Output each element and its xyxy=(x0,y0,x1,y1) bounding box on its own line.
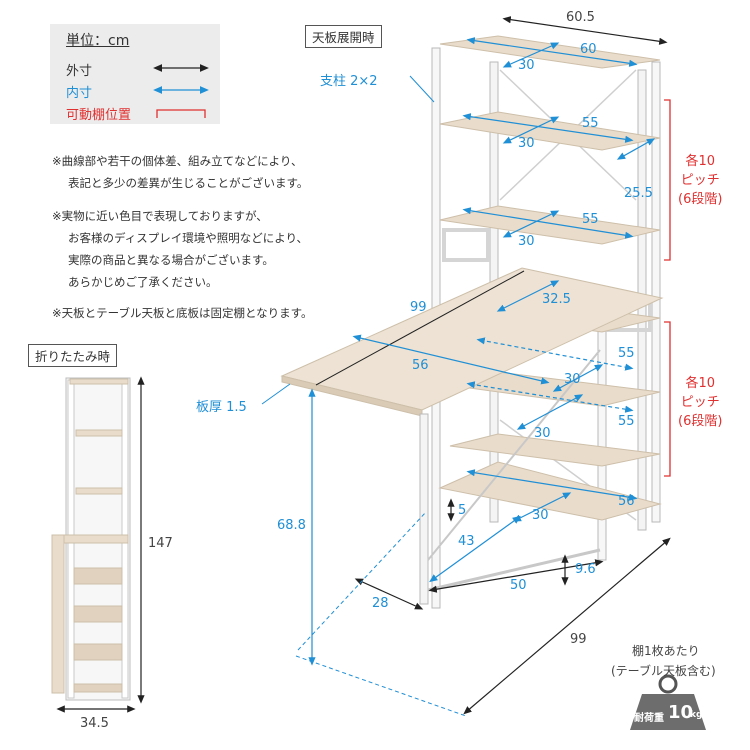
dim-s1-width: 60 xyxy=(580,42,597,57)
dim-s3-depth: 30 xyxy=(518,234,535,249)
dim-folded-width: 34.5 xyxy=(80,716,109,731)
note-1-line-2: 表記と多少の差異が生じることがございます。 xyxy=(68,176,309,190)
open-view-title: 天板展開時 xyxy=(305,25,382,48)
load-weight-value: 10 xyxy=(668,702,694,723)
load-weight-label: 耐荷重 xyxy=(634,713,664,724)
pitch-label-top: 各10 ピッチ (6段階) xyxy=(678,152,722,209)
dim-s4-depth: 30 xyxy=(564,372,581,387)
note-1-line-1: ※曲線部や若干の個体差、組み立てなどにより、 xyxy=(52,154,303,168)
pillar-label: 支柱 2×2 xyxy=(320,74,378,89)
legend-outer-label: 外寸 xyxy=(66,64,93,79)
dim-folded-height: 147 xyxy=(148,536,173,551)
dim-s6-depth: 30 xyxy=(532,508,549,523)
dim-table-length: 99 xyxy=(410,300,427,315)
folded-view-title: 折りたたみ時 xyxy=(28,344,118,367)
load-weight-icon xyxy=(630,674,706,730)
load-line-1: 棚1枚あたり xyxy=(632,644,700,658)
adjustable-bracket-top xyxy=(664,99,671,261)
dim-s5-width: 55 xyxy=(618,414,635,429)
pitch-label-bottom: 各10 ピッチ (6段階) xyxy=(678,374,722,431)
dim-table-height: 68.8 xyxy=(277,518,306,533)
dim-s2-width: 55 xyxy=(582,116,599,131)
dim-foot-depth: 28 xyxy=(372,596,389,611)
dim-bottom-width: 50 xyxy=(510,578,527,593)
pitch-top-line-1: 各10 xyxy=(685,154,715,169)
dim-diag-43: 43 xyxy=(458,534,475,549)
dim-table-width: 56 xyxy=(412,358,429,373)
dim-overall-depth: 99 xyxy=(570,632,587,647)
board-thickness-label: 板厚 1.5 xyxy=(196,400,247,415)
dim-top-width: 60.5 xyxy=(566,10,595,25)
dim-s5-depth: 30 xyxy=(534,426,551,441)
legend-inner-label: 内寸 xyxy=(66,86,93,101)
dim-s6-width: 56 xyxy=(618,494,635,509)
note-3: ※天板とテーブル天板と底板は固定棚となります。 xyxy=(52,306,313,320)
legend-unit: 単位：cm xyxy=(66,33,130,49)
load-line-2: (テーブル天板含む) xyxy=(611,664,716,678)
dim-s1-depth: 30 xyxy=(518,58,535,73)
adjustable-bracket-bottom xyxy=(664,321,671,477)
legend-adjustable-bracket xyxy=(156,109,206,118)
dim-s4-width: 55 xyxy=(618,346,635,361)
note-2-line-4: あらかじめご了承ください。 xyxy=(68,275,218,289)
pitch-bottom-line-3: (6段階) xyxy=(678,414,723,429)
pitch-bottom-line-1: 各10 xyxy=(685,376,715,391)
load-weight-unit: kg xyxy=(690,710,703,720)
dim-table-depth: 32.5 xyxy=(542,292,571,307)
dim-s3-width: 55 xyxy=(582,212,599,227)
note-2-line-3: 実際の商品と異なる場合がございます。 xyxy=(68,253,274,267)
pitch-top-line-3: (6段階) xyxy=(678,192,723,207)
folded-shelf-drawing xyxy=(51,377,131,701)
legend-adjustable-label: 可動棚位置 xyxy=(66,108,132,123)
note-2-line-2: お客様のディスプレイ環境や照明などにより、 xyxy=(68,231,309,245)
dim-foot-height: 9.6 xyxy=(575,562,596,577)
legend-panel xyxy=(50,24,220,124)
dim-gap-5: 5 xyxy=(458,503,467,518)
dim-s2-depth: 30 xyxy=(518,136,535,151)
pitch-top-line-2: ピッチ xyxy=(680,173,720,188)
dim-depth-25-5: 25.5 xyxy=(624,186,653,201)
pitch-bottom-line-2: ピッチ xyxy=(680,395,720,410)
note-2-line-1: ※実物に近い色目で表現しておりますが、 xyxy=(52,209,268,223)
open-shelf-drawing xyxy=(280,35,664,609)
